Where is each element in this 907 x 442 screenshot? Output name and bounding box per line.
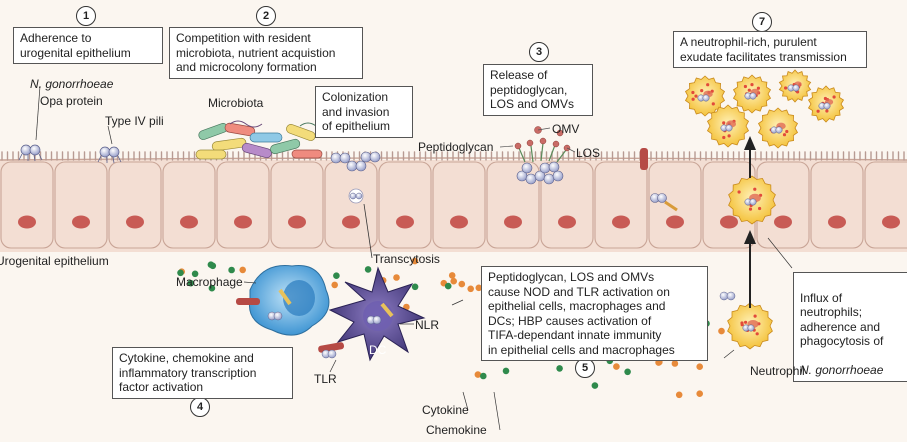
neutrophil-influx-arrows (744, 136, 756, 308)
omv-release-cluster (499, 126, 576, 185)
microbiota-cluster (195, 120, 323, 160)
macrophage-cell (236, 265, 330, 336)
step-6-caption: Influx of neutrophils; adherence and pha… (793, 272, 907, 382)
step-7-marker: 7 (752, 12, 772, 32)
label-omv: OMV (552, 122, 580, 136)
invading-microcolony (330, 151, 381, 259)
label-type-iv-pili: Type IV pili (105, 114, 164, 128)
label-los: LOS (576, 146, 601, 160)
step-5-marker: 5 (575, 358, 595, 378)
label-opa-protein: Opa protein (40, 94, 103, 108)
step-1-caption: Adherence to urogenital epithelium (13, 27, 163, 64)
epithelium-layer (0, 151, 907, 252)
label-peptidoglycan: Peptidoglycan (418, 140, 494, 154)
label-tlr: TLR (314, 372, 337, 386)
label-nlr: NLR (415, 318, 440, 332)
label-chemokine: Chemokine (426, 423, 487, 437)
colonization-caption: Colonization and invasion of epithelium (315, 86, 413, 138)
step-4-marker: 4 (190, 397, 210, 417)
label-microbiota: Microbiota (208, 96, 264, 110)
step-2-caption: Competition with resident microbiota, nu… (169, 27, 363, 79)
step-7-caption: A neutrophil-rich, purulent exudate faci… (673, 31, 867, 68)
step-1-marker: 1 (76, 6, 96, 26)
epithelial-receptors (640, 148, 678, 212)
step-6-caption-text: Influx of neutrophils; adherence and pha… (800, 290, 884, 349)
adherent-gonococci (18, 144, 122, 164)
label-transcytosis: Transcytosis (373, 252, 440, 266)
label-neutrophil: Neutrophil (750, 364, 805, 378)
label-macrophage: Macrophage (176, 275, 243, 289)
label-cytokine: Cytokine (422, 403, 469, 417)
dendritic-cell (318, 266, 426, 373)
label-n-gonorrhoeae: N. gonorrhoeae (30, 77, 114, 91)
epithelial-cells (0, 161, 907, 249)
step-5-caption: Peptidoglycan, LOS and OMVs cause NOD an… (481, 266, 708, 361)
step-2-marker: 2 (256, 6, 276, 26)
neutrophils (684, 69, 845, 350)
label-dc: DC (369, 343, 387, 357)
label-urogenital-epithelium: Urogenital epithelium (0, 254, 109, 268)
step-3-caption: Release of peptidoglycan, LOS and OMVs (483, 64, 593, 116)
step-4-caption: Cytokine, chemokine and inflammatory tra… (112, 347, 293, 399)
step-6-caption-organism: N. gonorrhoeae (800, 363, 884, 377)
step-3-marker: 3 (529, 42, 549, 62)
leader-lines (35, 85, 793, 431)
